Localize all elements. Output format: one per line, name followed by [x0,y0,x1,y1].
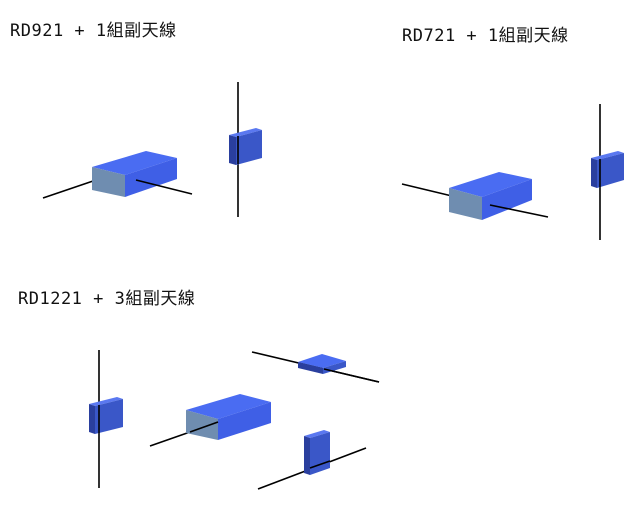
config3-label: RD1221 + 3組副天線 [18,289,196,309]
block-side [597,153,624,188]
main-unit-wire [489,204,549,218]
sub-antenna-flat-block [298,354,346,374]
sub-antenna-block [304,430,330,475]
block-side [95,399,123,434]
block-side [236,130,262,165]
block-front [298,362,323,374]
sub-antenna-wire-front [323,368,380,383]
main-unit-box [186,394,271,440]
main-unit-wire [189,421,219,433]
main-unit-box [449,172,532,220]
main-unit-wire [149,431,191,447]
main-unit-box [92,151,177,197]
block-top [304,430,330,438]
block-front [89,404,95,434]
main-unit-wire [42,179,97,199]
config1-group [42,82,262,217]
sub-antenna-wire-front [309,460,331,469]
config1-label: RD921 + 1組副天線 [10,21,177,41]
box-top-face [186,394,271,419]
main-unit-wire [135,179,193,195]
box-side-face [218,402,271,440]
block-top [298,354,346,368]
config2-label: RD721 + 1組副天線 [402,26,569,46]
box-front-face [92,167,125,197]
block-side [310,432,330,475]
block-front [591,158,597,188]
main-unit-wire [401,183,453,197]
box-side-face [482,179,532,220]
block-front [304,436,310,475]
config3-group [89,350,380,490]
block-front [229,135,236,165]
box-front-face [186,410,218,440]
sub-antenna-block [591,151,624,188]
sub-antenna-block [229,128,262,165]
block-top [229,128,262,137]
box-top-face [92,151,177,175]
box-side-face [125,158,177,197]
block-top [89,397,123,406]
config2-group [401,104,624,240]
sub-antenna-block [89,397,123,434]
box-top-face [449,172,532,197]
block-top [591,151,624,160]
box-front-face [449,188,482,220]
